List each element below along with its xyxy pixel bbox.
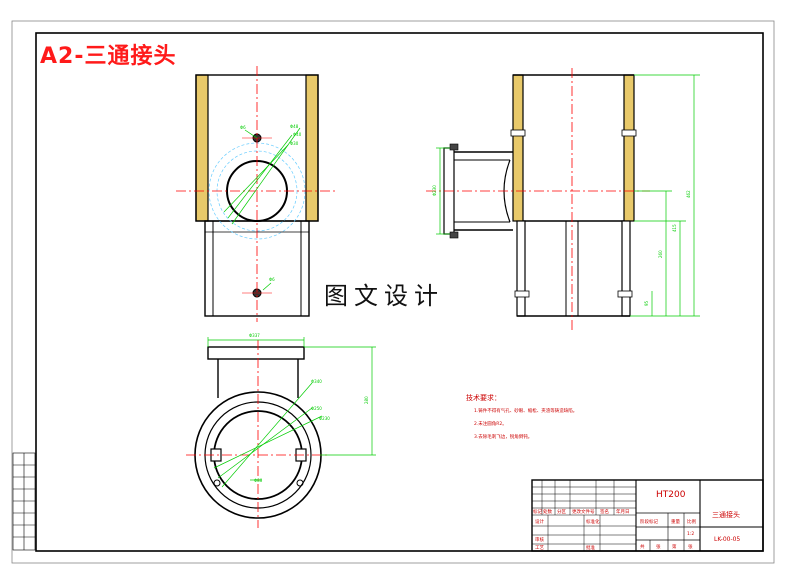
tb-header-label-5: 签名: [600, 510, 609, 515]
svg-text:462: 462: [686, 190, 691, 198]
tb-scale-label: 比例: [687, 520, 696, 525]
front-left-wall: [195, 74, 209, 222]
top-view: Φ337 Φ340 Φ250 Φ230 280 Φ80: [186, 333, 376, 528]
technical-requirements-title: 技术要求：: [466, 394, 501, 402]
svg-text:Φ337: Φ337: [249, 333, 260, 338]
binding-strip: [12, 452, 36, 551]
tb-row-label-design: 设计: [535, 520, 544, 525]
title-block-part-name: 三通接头: [712, 511, 740, 519]
svg-text:Φ40: Φ40: [293, 132, 302, 137]
side-view: 462 415 260 95 Φ230: [426, 68, 700, 330]
svg-text:Φ6: Φ6: [240, 125, 246, 130]
tb-header-label-2: 处数: [543, 510, 552, 515]
tb-sheet-unit-label-2: 张: [688, 545, 693, 550]
tb-header-label-1: 标记: [533, 510, 542, 515]
svg-text:Φ250: Φ250: [311, 406, 322, 411]
svg-text:260: 260: [658, 250, 663, 258]
sheet-title: A2-三通接头: [40, 44, 177, 69]
outer-border: [11, 20, 775, 564]
tb-col-label-approve: 批准: [586, 546, 595, 551]
technical-requirement-1: 1.铸件不得有气孔、砂眼、缩松、夹渣等铸造缺陷。: [474, 409, 578, 414]
svg-text:Φ230: Φ230: [319, 416, 330, 421]
svg-text:Φ340: Φ340: [311, 379, 322, 384]
tb-sheet-index-label: 第: [672, 545, 677, 550]
tb-header-label-3: 分区: [557, 510, 566, 515]
tb-stage-label: 阶段标记: [640, 520, 658, 525]
tb-sheet-unit-label-1: 张: [656, 545, 661, 550]
title-block-frame: [531, 479, 764, 552]
svg-text:95: 95: [644, 300, 649, 306]
title-block-drawing-number: LK-00-05: [714, 536, 741, 543]
tb-row-label-review: 审核: [535, 538, 544, 543]
svg-text:Φ230: Φ230: [432, 185, 437, 196]
technical-requirement-2: 2.未注圆角R2。: [474, 422, 507, 427]
tb-sheet-total-label: 共: [640, 545, 645, 550]
watermark-text: 图文设计: [322, 276, 446, 311]
svg-text:Φ6: Φ6: [269, 277, 275, 282]
tb-header-label-6: 年月日: [616, 510, 630, 515]
tb-col-label-standard: 标准化: [586, 520, 600, 525]
title-block-scale: 1:2: [687, 532, 695, 537]
svg-text:415: 415: [672, 224, 677, 232]
front-view: Φ48 Φ40 Φ30 Φ6 Φ6: [176, 66, 336, 322]
svg-text:Φ80: Φ80: [254, 478, 263, 483]
svg-text:280: 280: [364, 396, 369, 404]
title-block-material: HT200: [656, 490, 686, 500]
svg-text:Φ48: Φ48: [290, 124, 299, 129]
technical-requirement-3: 3.去除毛刺飞边，锐角倒钝。: [474, 435, 533, 440]
svg-text:Φ30: Φ30: [290, 141, 299, 146]
inner-frame: [35, 32, 764, 552]
tb-weight-label: 重量: [671, 520, 680, 525]
front-right-wall: [305, 74, 319, 222]
tb-header-label-4: 更改文件号: [572, 510, 595, 515]
tb-row-label-process: 工艺: [535, 546, 544, 551]
